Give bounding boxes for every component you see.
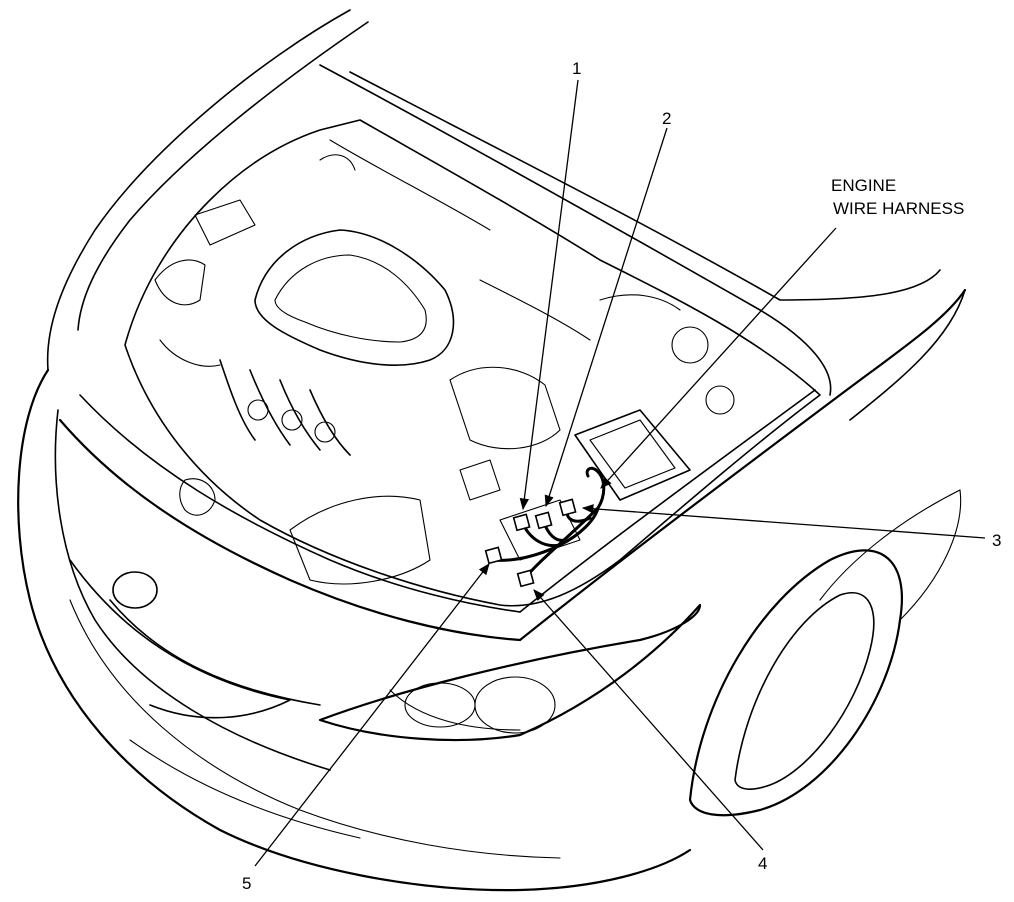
leader-4 <box>533 589 764 851</box>
callout-4: 4 <box>758 854 767 873</box>
leader-5 <box>254 563 490 867</box>
connector-4 <box>516 569 535 588</box>
engine-wire-harness-label-line1: ENGINE <box>831 176 896 195</box>
callout-2: 2 <box>662 109 671 128</box>
leader-2 <box>544 127 668 508</box>
leader-engine-wire-harness <box>600 227 837 489</box>
leader-1 <box>519 79 579 511</box>
car-body-outline <box>17 9 967 892</box>
connector-5 <box>484 546 503 565</box>
leader-lines <box>254 79 986 867</box>
connector-2 <box>534 511 553 530</box>
callout-1: 1 <box>572 59 581 78</box>
engine-wire-harness-label-line2: WIRE HARNESS <box>833 199 964 218</box>
connector-3 <box>558 498 577 517</box>
callout-5: 5 <box>242 874 251 893</box>
engine-compartment <box>124 119 821 607</box>
connector-1 <box>512 513 531 532</box>
leader-3 <box>581 504 986 539</box>
callout-3: 3 <box>992 531 1001 550</box>
